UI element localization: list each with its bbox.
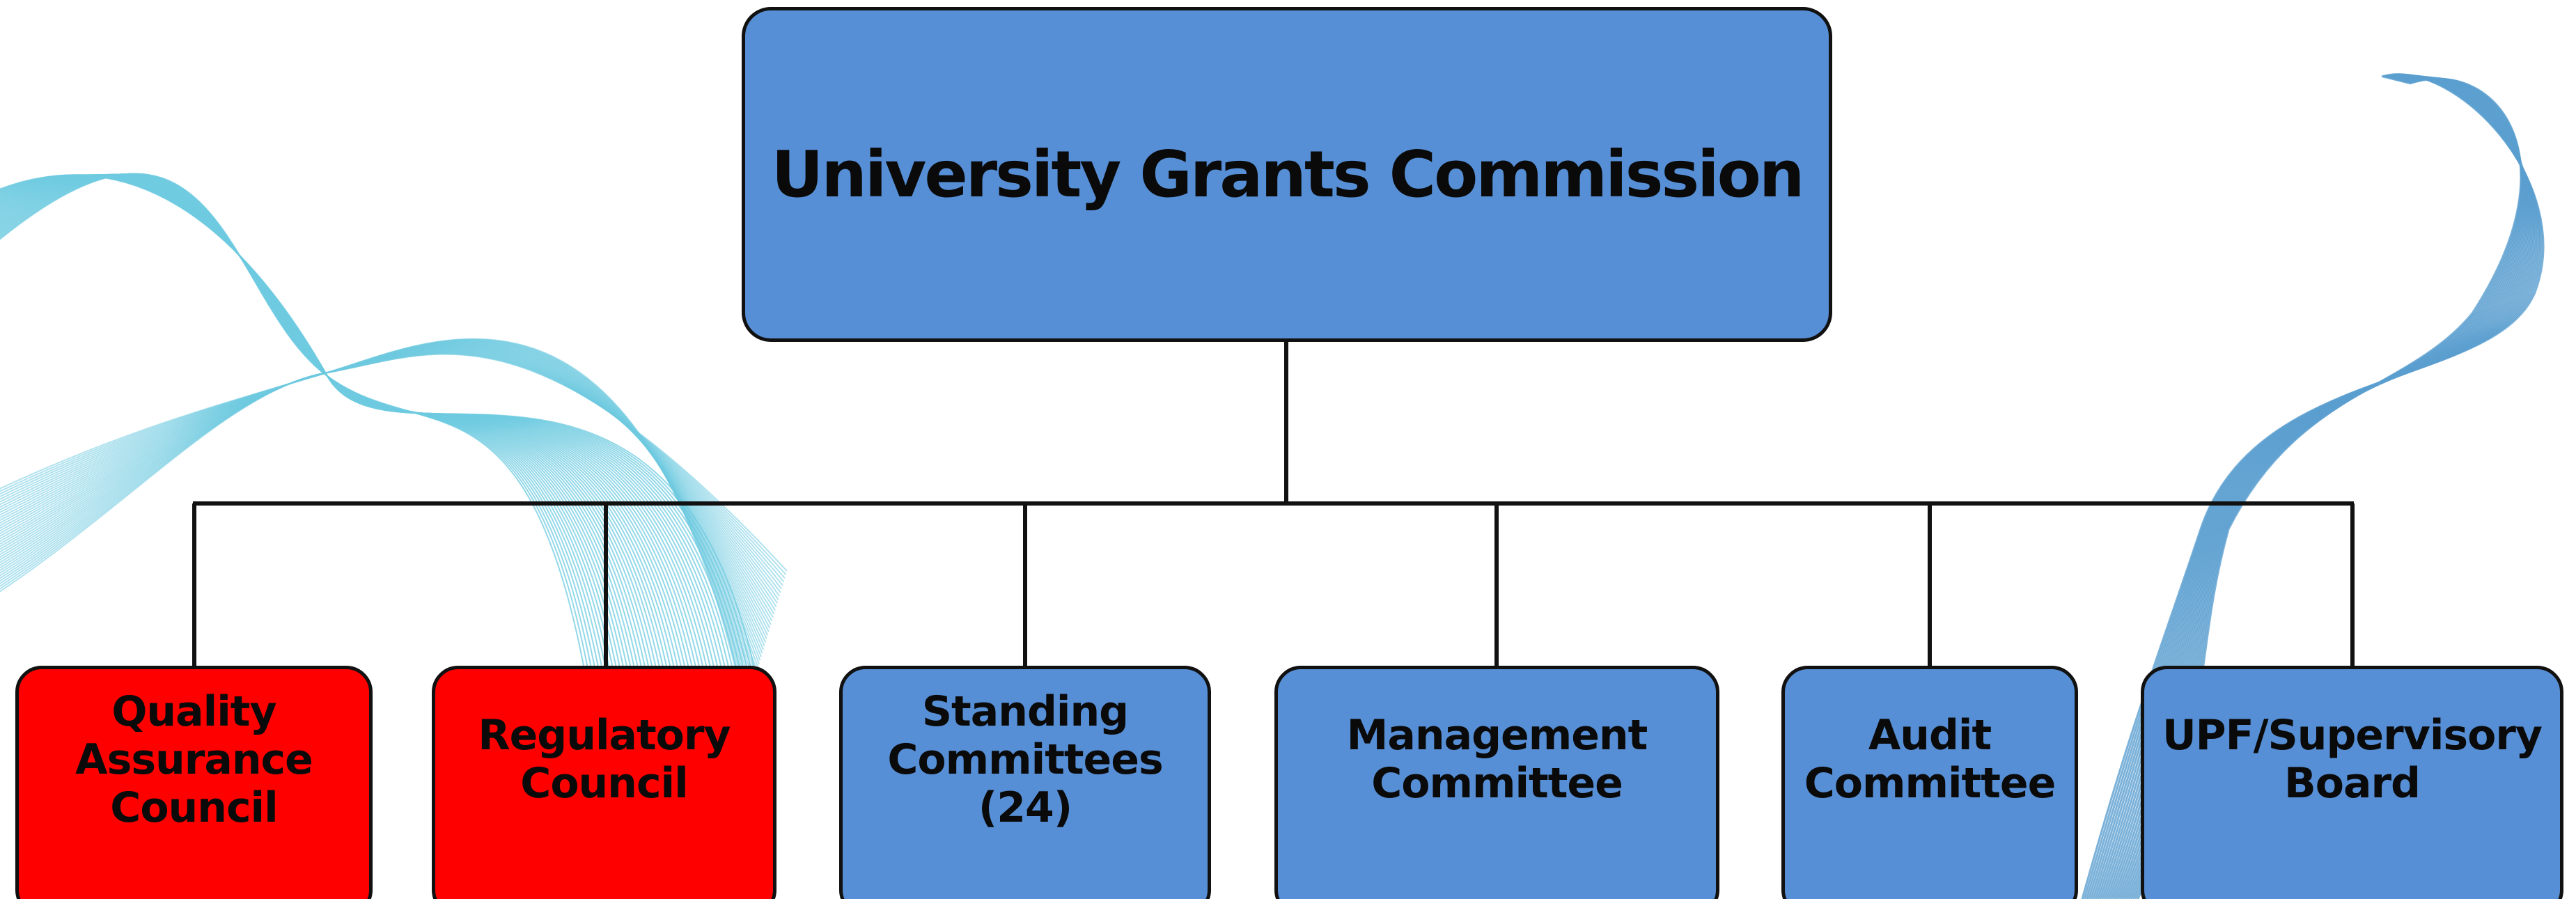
decorative-wave-strand <box>0 338 746 711</box>
child-node-box: Quality Assurance Council <box>15 666 373 899</box>
child-node-label: Quality Assurance Council <box>75 687 313 832</box>
child-node-label: Management Committee <box>1346 711 1648 808</box>
child-node-box: Management Committee <box>1274 666 1719 899</box>
child-node-box: UPF/Supervisory Board <box>2141 666 2563 899</box>
child-node-box: Standing Committees (24) <box>839 666 1211 899</box>
child-node-box: Regulatory Council <box>432 666 776 899</box>
child-node-box: Audit Committee <box>1781 666 2078 899</box>
decorative-wave-left <box>0 173 788 760</box>
child-node-label: UPF/Supervisory Board <box>2162 711 2543 808</box>
root-node-box: University Grants Commission <box>742 7 1832 342</box>
decorative-wave-strand <box>0 173 600 760</box>
root-node-label: University Grants Commission <box>771 136 1805 212</box>
child-node-label: Regulatory Council <box>478 711 731 808</box>
child-node-label: Audit Committee <box>1804 711 2056 808</box>
child-node-label: Standing Committees (24) <box>887 687 1163 832</box>
